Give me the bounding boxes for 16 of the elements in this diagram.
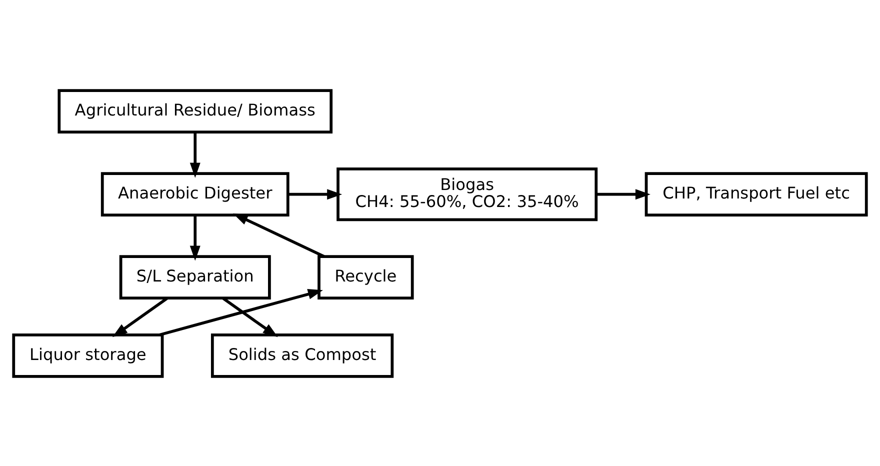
arrow xyxy=(596,188,650,200)
arrow xyxy=(159,288,323,336)
arrow xyxy=(190,214,200,260)
node-box: Biogas CH4: 55-60%, CO2: 35-40% xyxy=(336,167,598,221)
node-box: Liquor storage xyxy=(12,332,164,378)
arrow xyxy=(288,188,342,200)
node-box: Recycle xyxy=(318,254,414,299)
arrow xyxy=(190,132,200,178)
arrow xyxy=(112,296,168,337)
node-box: CHP, Transport Fuel etc xyxy=(644,172,868,216)
arrow xyxy=(232,212,325,258)
node-box: Solids as Compost xyxy=(210,332,394,378)
node-box: S/L Separation xyxy=(119,254,271,299)
arrow xyxy=(222,296,278,337)
node-box: Anaerobic Digester xyxy=(100,172,290,216)
node-box: Agricultural Residue/ Biomass xyxy=(58,88,333,134)
